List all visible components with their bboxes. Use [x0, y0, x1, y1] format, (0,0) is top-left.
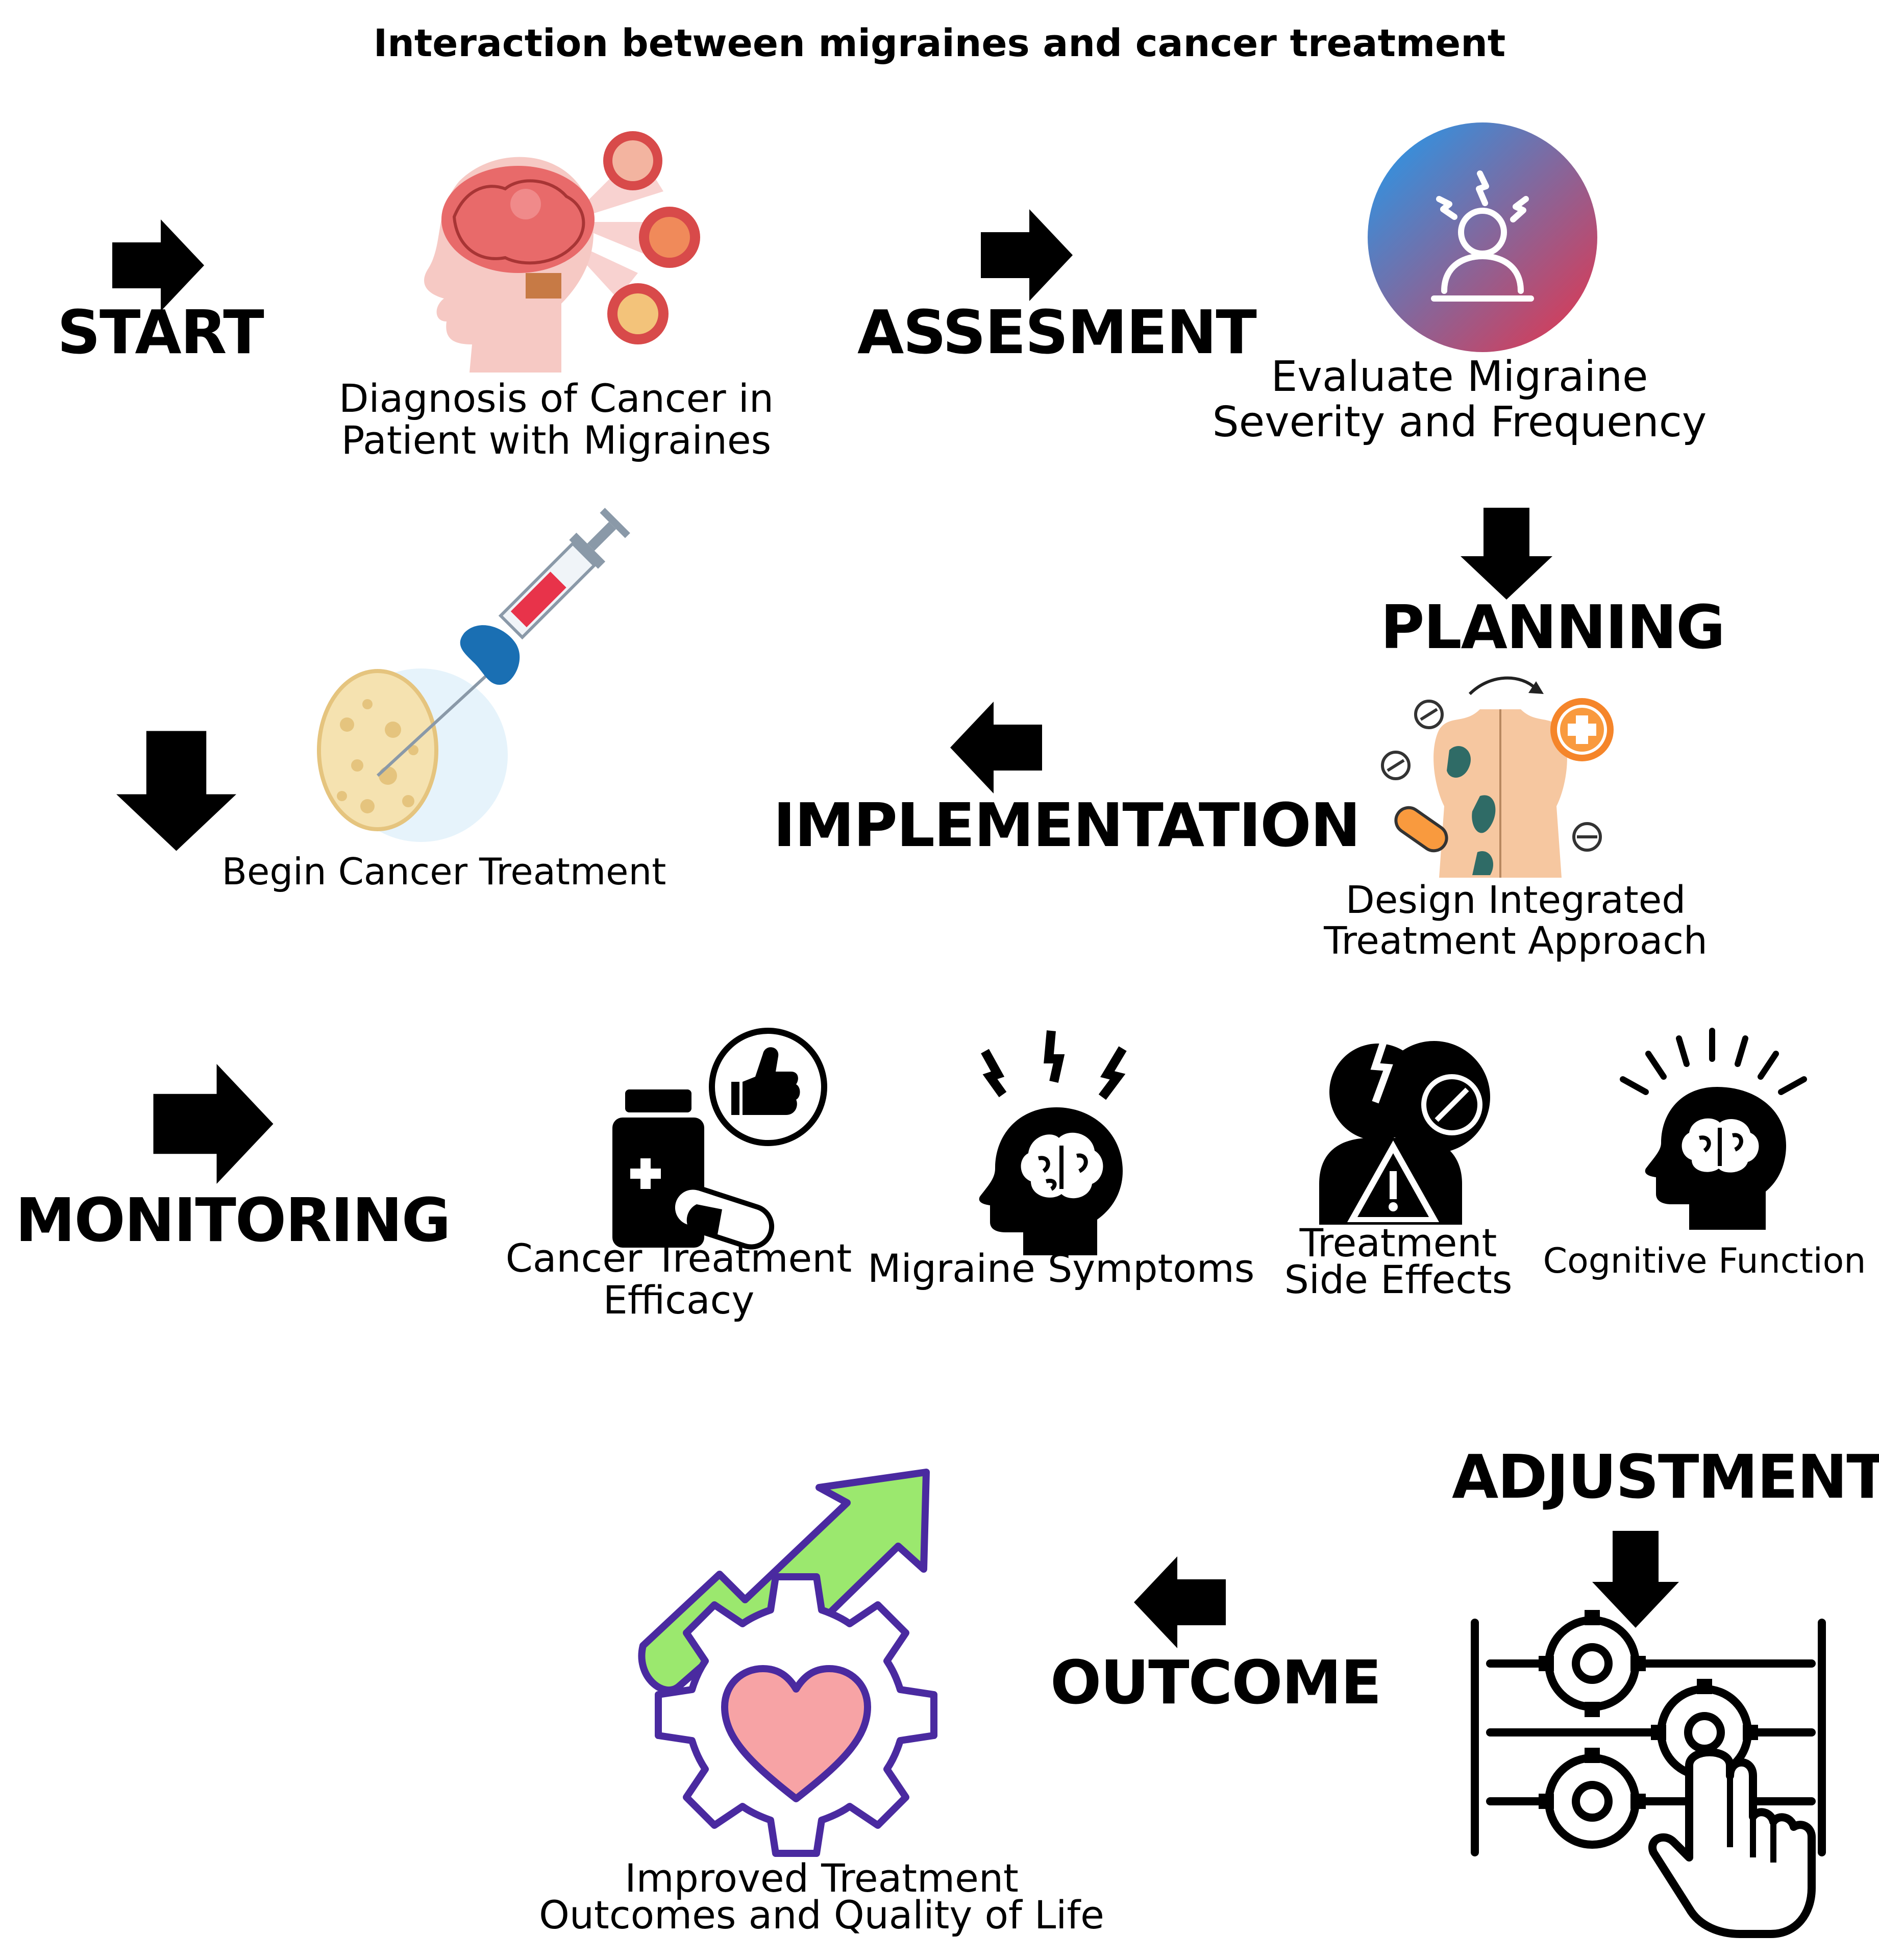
heart-gear-arrow-icon — [638, 1469, 937, 1857]
caption-begin-treatment: Begin Cancer Treatment — [221, 850, 666, 893]
diagram-title: Interaction between migraines and cancer… — [373, 21, 1506, 65]
gear-sliders-hand-icon — [1471, 1531, 1826, 1938]
stage-monitoring: MONITORING — [15, 1185, 451, 1255]
stage-planning: PLANNING — [1380, 592, 1725, 662]
arrow-right-icon — [981, 209, 1073, 301]
arrow-left-icon — [950, 702, 1042, 793]
arrow-right-icon — [153, 1064, 274, 1184]
caption-diagnosis: Diagnosis of Cancer in Patient with Migr… — [338, 376, 774, 463]
stage-assessment: ASSESMENT — [857, 297, 1257, 367]
migraine-head-icon — [979, 1030, 1127, 1255]
brain-cancer-icon — [424, 131, 700, 373]
arrow-down-icon — [1461, 508, 1552, 600]
stage-adjustment: ADJUSTMENT — [1452, 1442, 1879, 1512]
stage-implementation: IMPLEMENTATION — [773, 790, 1361, 860]
caption-migraine-symptoms: Migraine Symptoms — [868, 1246, 1255, 1291]
side-effects-warning-icon — [1319, 1034, 1490, 1225]
arrow-down-icon — [116, 731, 236, 851]
cognitive-head-icon — [1620, 1028, 1807, 1230]
stage-outcome: OUTCOME — [1050, 1647, 1382, 1718]
headache-person-icon — [1368, 122, 1597, 352]
arrow-right-icon — [112, 219, 204, 311]
stage-start: START — [57, 297, 264, 367]
caption-improved: Improved Treatment Outcomes and Quality … — [539, 1855, 1104, 1938]
arrow-left-icon — [1134, 1556, 1226, 1648]
caption-side-effects: Treatment Side Effects — [1284, 1220, 1513, 1303]
medicine-thumbs-up-icon — [612, 1028, 827, 1250]
body-treatment-icon — [1381, 676, 1614, 878]
caption-cognitive: Cognitive Function — [1543, 1241, 1866, 1281]
syringe-cell-icon — [317, 508, 630, 842]
caption-evaluate: Evaluate Migraine Severity and Frequency — [1212, 353, 1707, 446]
caption-design: Design Integrated Treatment Approach — [1324, 878, 1708, 963]
caption-efficacy: Cancer Treatment Efficacy — [505, 1235, 852, 1323]
